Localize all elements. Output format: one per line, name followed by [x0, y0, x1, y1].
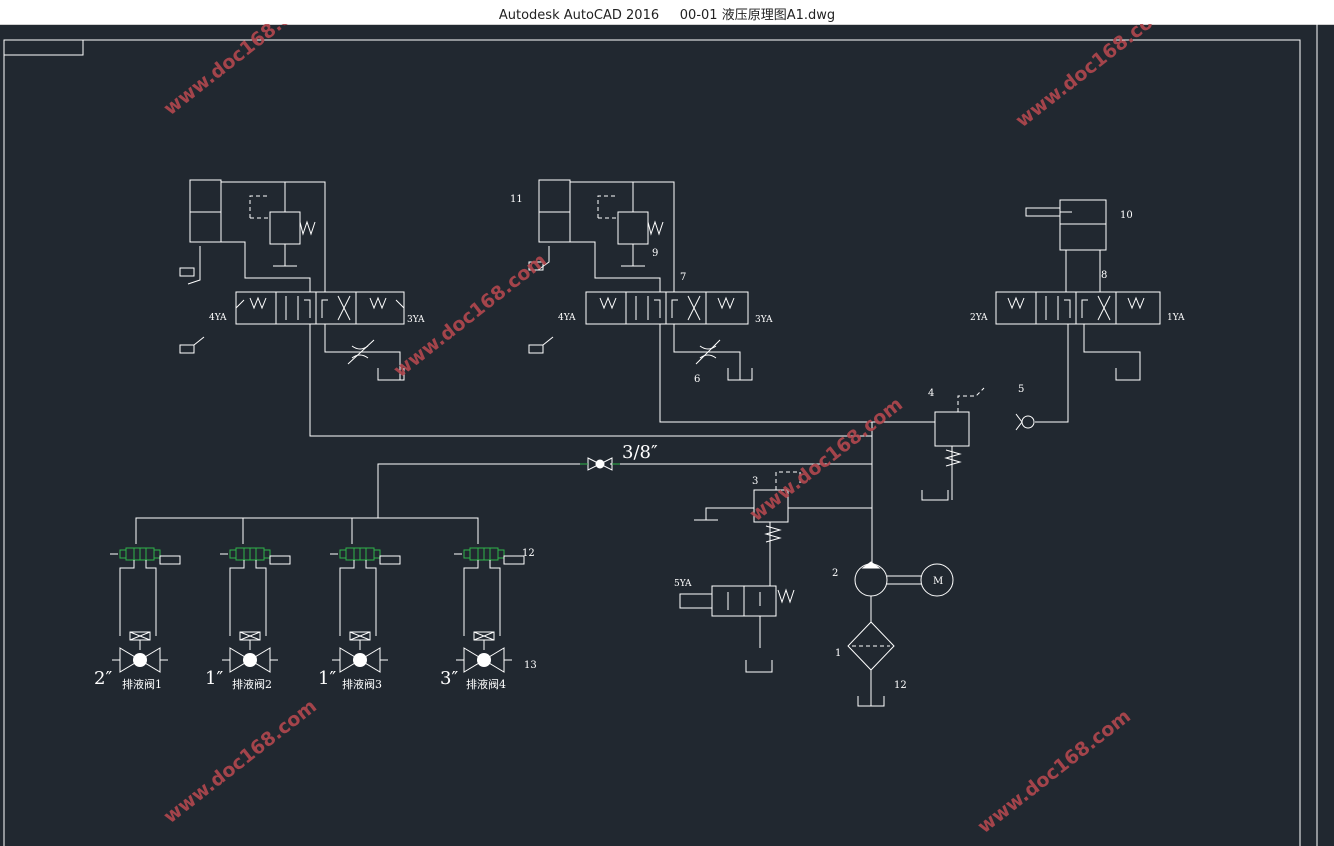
right-directional-valve: [995, 291, 1161, 325]
drain-valve-assembly: 3″ 排液阀4: [440, 547, 525, 691]
label-right-2ya: 2YA: [970, 313, 988, 323]
relief-valve-3: [694, 471, 872, 586]
drain-valve-name: 排液阀4: [466, 677, 506, 691]
mid-tank: [727, 368, 753, 381]
left-throttle-line: [324, 324, 401, 380]
left-line-b: [221, 241, 311, 292]
mid-line-b: [570, 241, 661, 292]
left-line-a: [221, 181, 326, 292]
watermark-text: www.doc168.com: [160, 24, 321, 120]
pipe-size-label: 3/8″: [622, 442, 658, 463]
label-3: 3: [752, 476, 758, 487]
label-4: 4: [928, 388, 934, 399]
label-13: 13: [524, 660, 537, 671]
drain-valve-name: 排液阀2: [232, 677, 272, 691]
mid-relief-valve: [597, 182, 664, 267]
document-title: 00-01 液压原理图A1.dwg: [679, 8, 836, 23]
mid-throttle-line: [673, 324, 741, 380]
title-bar: Autodesk AutoCAD 2016 00-01 液压原理图A1.dwg: [0, 0, 1334, 25]
solenoid-valve-5ya: [679, 585, 795, 673]
check-valve-5: [1015, 413, 1035, 431]
drain-supply-line: [377, 463, 588, 518]
right-cylinder: [1025, 199, 1107, 251]
watermark-text: www.doc168.com: [160, 695, 321, 828]
label-8: 8: [1101, 270, 1107, 281]
drain-valve-size: 2″: [94, 668, 112, 689]
mid-directional-valve: [585, 291, 749, 325]
drain-valve-size: 1″: [205, 668, 223, 689]
label-7: 7: [680, 272, 686, 283]
label-left-3ya: 3YA: [407, 315, 425, 325]
left-pilot-arm: [187, 246, 201, 285]
right-return-line: [1083, 324, 1141, 380]
left-throttle-arrow: [347, 339, 375, 365]
filter-1: [847, 621, 895, 707]
label-5ya: 5YA: [674, 579, 692, 589]
mid-throttle-arrow: [695, 339, 721, 365]
label-mid-3ya: 3YA: [755, 315, 773, 325]
drain-valve-size: 1″: [318, 668, 336, 689]
app-title: Autodesk AutoCAD 2016: [498, 8, 660, 23]
left-return-line: [309, 324, 872, 437]
label-1: 1: [835, 648, 841, 659]
mid-pilot-arm: [537, 246, 550, 271]
drain-manifold: [135, 517, 479, 544]
left-limit-switch-top: [179, 267, 195, 277]
drawing-border: [3, 39, 1301, 846]
left-throttle: [351, 345, 369, 359]
right-pressure-line: [1035, 324, 1069, 423]
label-10: 10: [1120, 210, 1133, 221]
label-mid-4ya: 4YA: [558, 313, 576, 323]
mid-throttle: [699, 345, 717, 359]
drain-valve-group: 2″ 排液阀1 1″ 排液阀2 1″ 排液阀3 3″ 排液阀4: [94, 547, 525, 691]
mid-limit-switch-bottom: [528, 344, 544, 354]
mid-line-a: [570, 181, 675, 292]
label-11: 11: [510, 194, 523, 205]
right-tank: [1115, 368, 1141, 381]
label-2: 2: [832, 568, 838, 579]
drain-valve-assembly: 1″ 排液阀3: [318, 547, 401, 691]
label-6: 6: [694, 374, 700, 385]
relief-valve-4: [921, 387, 985, 501]
watermark-text: www.doc168.com: [974, 705, 1135, 838]
left-directional-valve: [235, 291, 405, 325]
label-12-filter: 12: [894, 680, 907, 691]
drain-valve-assembly: 2″ 排液阀1: [94, 547, 181, 691]
label-9: 9: [652, 248, 658, 259]
drain-valve-size: 3″: [440, 668, 458, 689]
motor-label: M: [933, 576, 943, 587]
drain-valve-name: 排液阀3: [342, 677, 382, 691]
watermark-group: www.doc168.com www.doc168.com www.doc168.c…: [160, 24, 1173, 838]
label-5: 5: [1018, 384, 1024, 395]
drain-valve-assembly: 1″ 排液阀2: [205, 547, 291, 691]
left-relief-valve: [249, 182, 316, 267]
window-title: Autodesk AutoCAD 2016 00-01 液压原理图A1.dwg: [0, 4, 1334, 23]
mid-cylinder: [538, 179, 571, 243]
left-tank: [377, 368, 405, 381]
mid-limit-switch-top: [528, 261, 544, 271]
label-left-4ya: 4YA: [209, 313, 227, 323]
watermark-text: www.doc168.com: [746, 393, 907, 526]
left-cylinder: [189, 179, 222, 243]
motor: [920, 563, 954, 597]
pump-2: [854, 561, 922, 622]
title-block-corner: [4, 40, 84, 56]
label-12-valve: 12: [522, 548, 535, 559]
drain-valve-name: 排液阀1: [122, 677, 162, 691]
left-limit-switch-bottom: [179, 344, 195, 354]
mid-pressure-line: [659, 324, 935, 423]
label-right-1ya: 1YA: [1167, 313, 1185, 323]
ball-valve-main: [587, 457, 613, 471]
